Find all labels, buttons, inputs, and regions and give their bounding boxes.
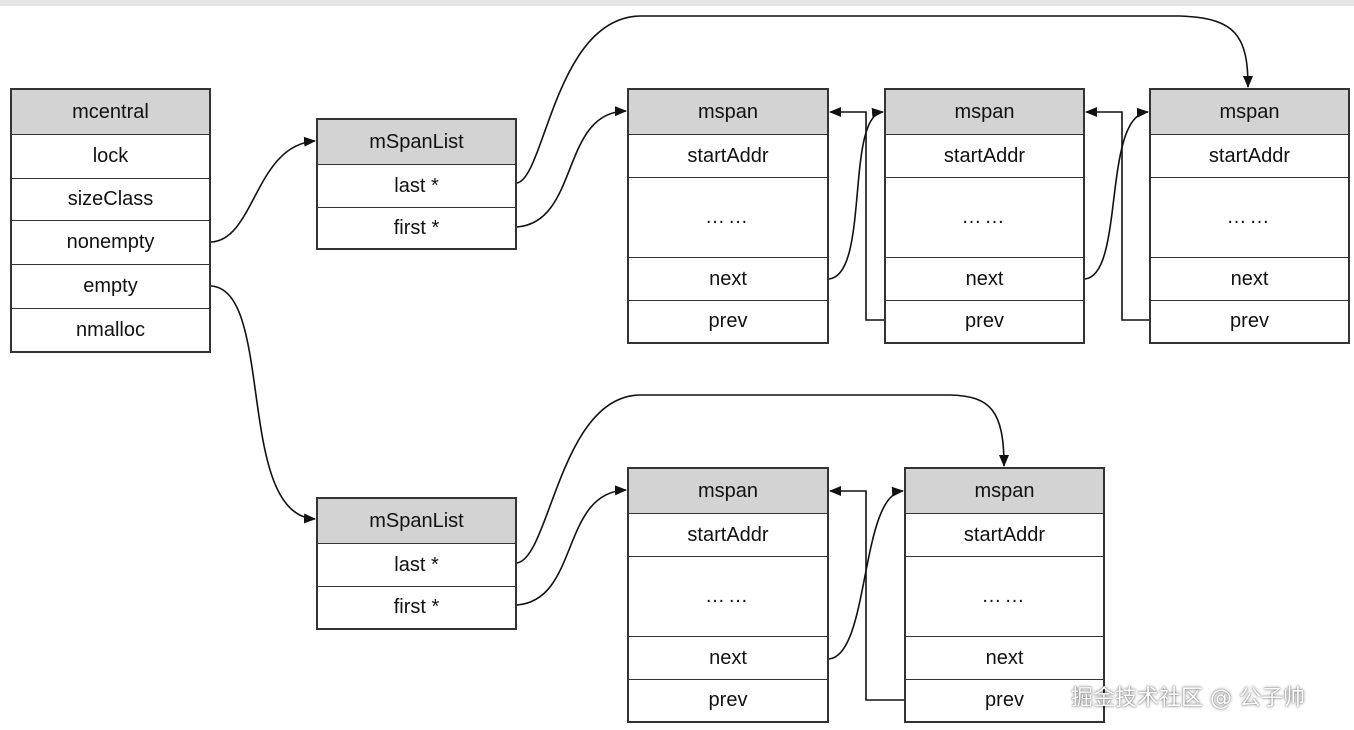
mspanlist-empty: mSpanList last * first * [316,497,517,630]
arrow-next [828,486,904,660]
mspanlist-nonempty: mSpanList last * first * [316,118,517,250]
mspan-ellipsis: …… [629,178,827,258]
mcentral-field-sizeclass: sizeClass [12,179,209,221]
mspan-next: next [1151,258,1348,301]
mcentral-field-nmalloc: nmalloc [76,318,145,341]
mspan-box: mspan startAddr …… next prev [627,88,829,344]
mspan-box: mspan startAddr …… next prev [1149,88,1350,344]
arrow-first-to-span [516,106,627,228]
mspan-startaddr: startAddr [906,514,1103,557]
mspan-next: next [629,258,827,301]
mspan-startaddr: startAddr [886,135,1083,178]
mspanlist-title: mSpanList [318,499,515,544]
mspan-prev: prev [985,689,1024,711]
mcentral-field-lock: lock [12,135,209,179]
arrow-prev [829,486,904,701]
mspan-startaddr: startAddr [629,135,827,178]
mspanlist-title: mSpanList [318,120,515,165]
mspanlist-last: last * [318,544,515,587]
mspan-title: mspan [1151,90,1348,135]
arrow-next [1084,107,1149,280]
mspan-ellipsis: …… [886,178,1083,258]
mspan-ellipsis: …… [629,557,827,637]
mspan-prev: prev [708,310,748,332]
arrow-next [828,107,884,280]
arrow-empty-to-list [210,285,316,524]
arrow-prev [829,107,884,321]
top-frame-border [0,0,1354,6]
mcentral-box: mcentral lock sizeClass nonempty empty n… [10,88,211,353]
mspan-title: mspan [886,90,1083,135]
mspan-prev: prev [965,310,1004,332]
mcentral-field-nonempty: nonempty [12,221,209,265]
mspan-prev: prev [708,689,748,711]
mspanlist-first: first * [393,596,440,618]
mspanlist-last: last * [318,165,515,208]
mspan-title: mspan [906,469,1103,514]
mspan-next: next [906,637,1103,680]
mcentral-field-empty: empty [12,265,209,309]
mspan-ellipsis: …… [906,557,1103,637]
mspan-startaddr: startAddr [629,514,827,557]
mspanlist-first: first * [393,216,440,239]
arrow-prev [1085,107,1149,321]
mspan-startaddr: startAddr [1151,135,1348,178]
arrow-nonempty-to-list [210,136,316,243]
mspan-next: next [629,637,827,680]
watermark-text: 掘金技术社区 @ 公子帅 [1071,686,1305,711]
mspan-box: mspan startAddr …… next prev [884,88,1085,344]
arrow-first-to-span [516,485,627,606]
mcentral-title: mcentral [12,90,209,135]
mspan-prev: prev [1230,310,1269,332]
mspan-ellipsis: …… [1151,178,1348,258]
mspan-title: mspan [629,469,827,514]
mspan-next: next [886,258,1083,301]
mspan-box: mspan startAddr …… next prev [627,467,829,723]
mspan-title: mspan [629,90,827,135]
